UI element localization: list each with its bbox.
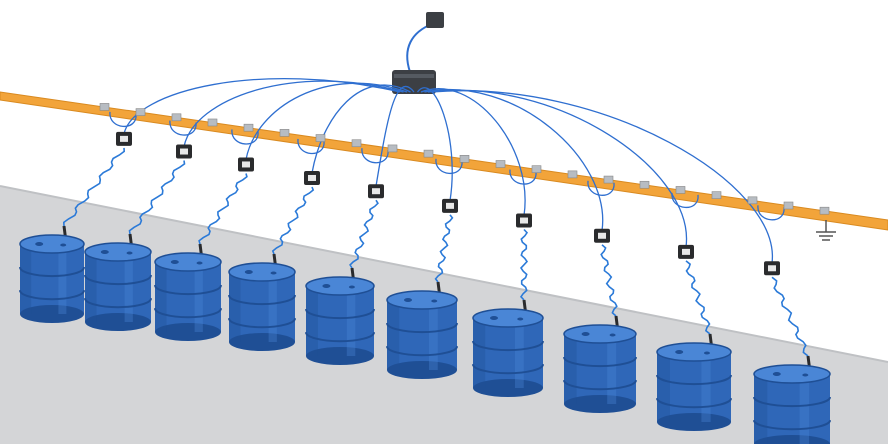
rail-clip <box>531 165 542 173</box>
clamp-icon <box>678 244 694 259</box>
drum-icon <box>386 290 458 379</box>
rail-loop-cable <box>757 205 785 221</box>
rail-clip <box>675 186 686 194</box>
rail-clip <box>135 108 146 116</box>
coil-cable-icon <box>128 160 186 235</box>
hub-to-clamp-cable <box>375 85 415 187</box>
hub-to-clamp-cable <box>420 88 526 216</box>
rail-loop-cable <box>435 158 463 175</box>
coil-cable-icon <box>519 228 529 301</box>
coil-cable-icon <box>771 276 809 357</box>
rail-loop-cable <box>109 111 137 128</box>
coil-cable-icon <box>685 260 711 335</box>
rail-loop-cable <box>231 129 259 145</box>
drum-icon <box>305 276 375 365</box>
drum-icon <box>84 242 152 331</box>
coil-cable-icon <box>349 199 379 269</box>
rail-clip <box>243 123 254 132</box>
coil-cable-icon <box>198 173 248 245</box>
drum-icon <box>19 234 85 323</box>
rail-clip <box>207 118 218 127</box>
clamp-icon <box>238 157 254 172</box>
coil-cable-icon <box>600 244 618 317</box>
rail-clip <box>423 149 434 158</box>
rail-loop-cable <box>297 138 325 155</box>
clamp-icon <box>176 144 192 159</box>
ground-symbol-icon <box>816 220 836 241</box>
rail-clip <box>351 139 362 148</box>
floor-edge <box>0 185 888 363</box>
clamp-icon <box>764 261 780 276</box>
clamp-icon <box>368 184 384 199</box>
rail-clip <box>171 113 182 122</box>
monitor-cable <box>406 23 433 73</box>
clamp-icon <box>594 228 610 243</box>
drum-icon <box>228 262 296 351</box>
rail-clip <box>99 103 110 111</box>
rail-clip <box>747 196 758 205</box>
drum-icon <box>154 252 222 341</box>
rail-clip <box>495 160 506 168</box>
clamp-icon <box>516 213 532 228</box>
rail-loop-cable <box>169 120 197 136</box>
coil-cable-icon <box>271 186 315 255</box>
rail-loop-cable <box>671 192 699 209</box>
clamp-icon <box>442 198 458 213</box>
monitor-box-icon <box>426 12 444 28</box>
rail-clip <box>819 206 830 215</box>
rail-loop-cable <box>361 148 389 164</box>
drum-icon <box>472 308 544 397</box>
rail-clip <box>315 134 326 142</box>
rail-clip <box>603 175 614 184</box>
rail-clip <box>279 129 290 137</box>
hub-to-clamp-cable <box>311 84 411 174</box>
rail-loop-cable <box>509 169 537 185</box>
coil-cable-icon <box>62 147 126 227</box>
coil-cable-icon <box>434 214 454 283</box>
clamp-icon <box>304 170 320 185</box>
drum-icon <box>563 324 637 413</box>
drum-icon <box>753 364 831 444</box>
drum-icon <box>656 342 732 431</box>
hub-box-face <box>394 74 434 78</box>
rail-clamps <box>99 103 830 215</box>
rail-clip <box>459 155 470 163</box>
hub-to-clamp-cable <box>416 87 453 201</box>
rail-clip <box>639 180 650 189</box>
rail-loop-cable <box>587 180 615 196</box>
hub-cables <box>109 77 785 264</box>
rail-clip <box>387 144 398 153</box>
hub-to-clamp-cable <box>431 90 773 264</box>
drum-stations <box>19 131 831 444</box>
rail-clip <box>711 191 722 199</box>
rail-clip <box>567 170 578 179</box>
rail-clip <box>783 201 794 210</box>
clamp-icon <box>116 131 132 146</box>
